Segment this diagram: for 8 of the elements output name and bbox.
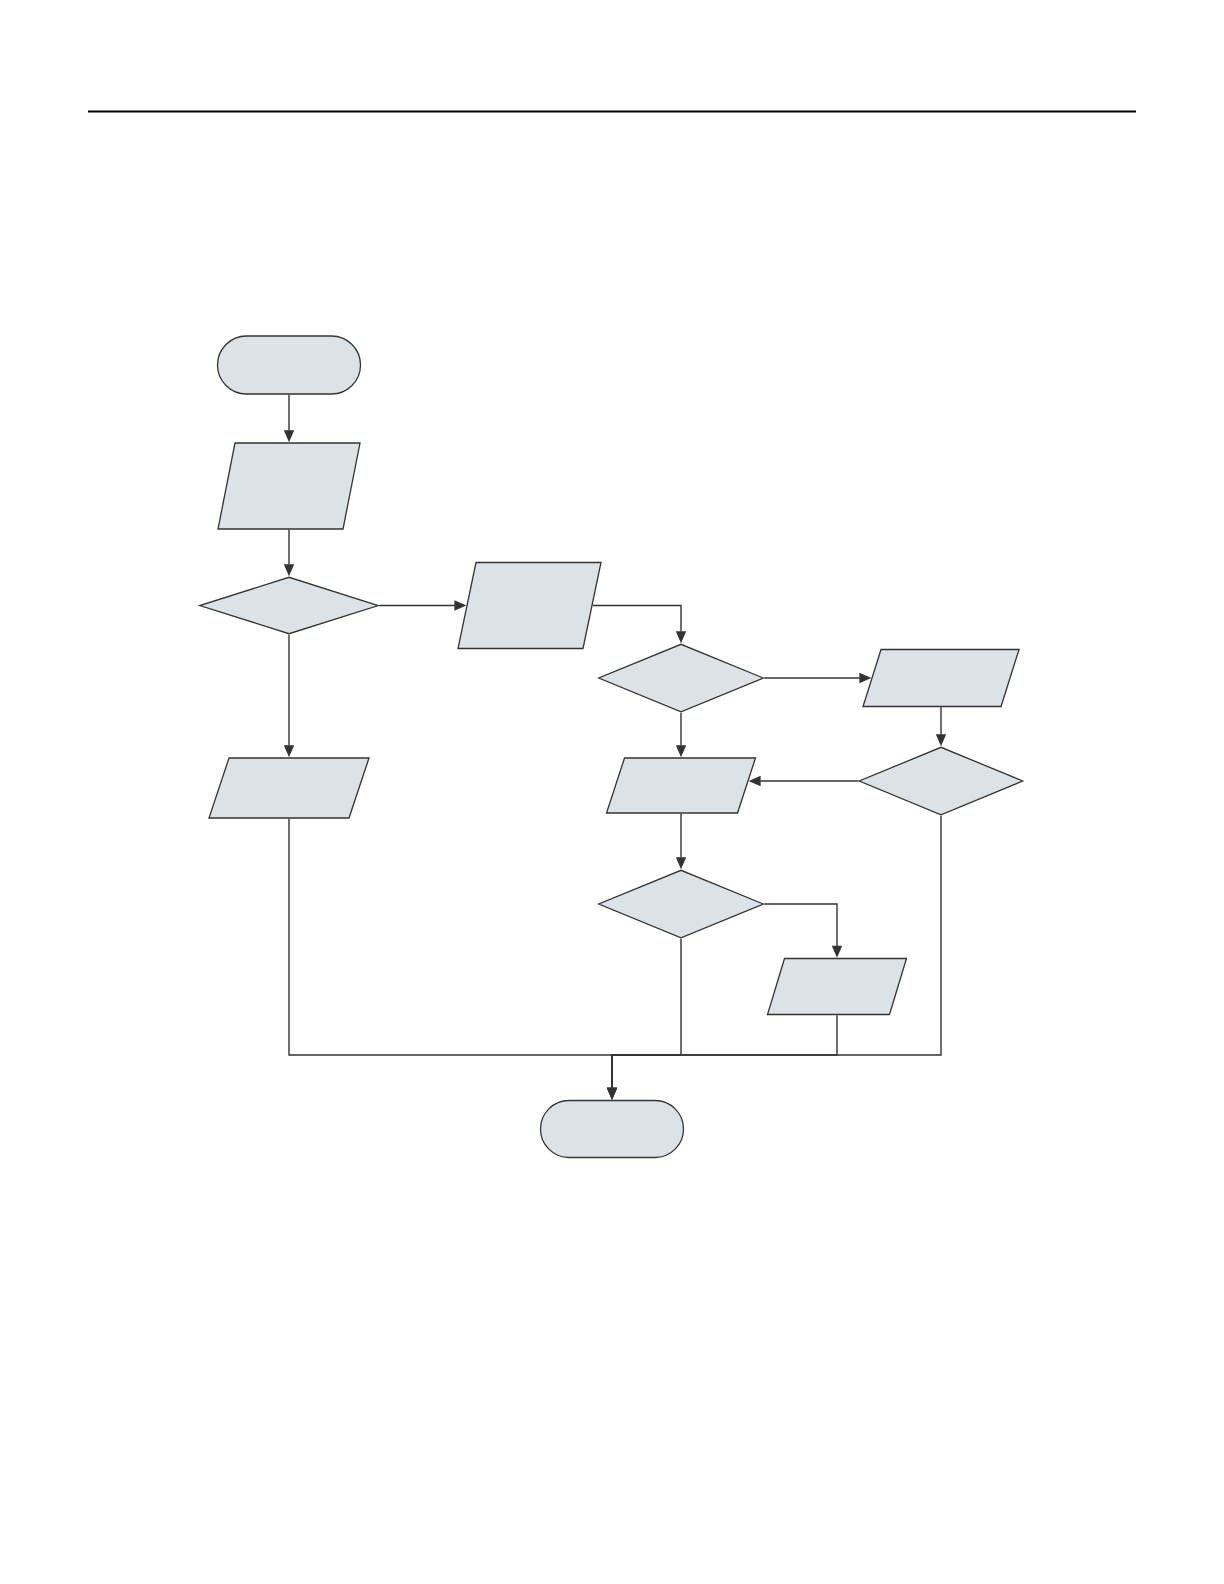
parallelogram-box bbox=[457, 561, 602, 650]
parallelogram-box bbox=[208, 757, 370, 819]
parallelogram-box bbox=[862, 648, 1020, 708]
parallelogram-box bbox=[605, 757, 757, 814]
rounded-box bbox=[216, 335, 362, 395]
parallelogram-box bbox=[217, 442, 361, 530]
rounded-box bbox=[539, 1099, 685, 1159]
parallelogram-box bbox=[766, 957, 908, 1016]
